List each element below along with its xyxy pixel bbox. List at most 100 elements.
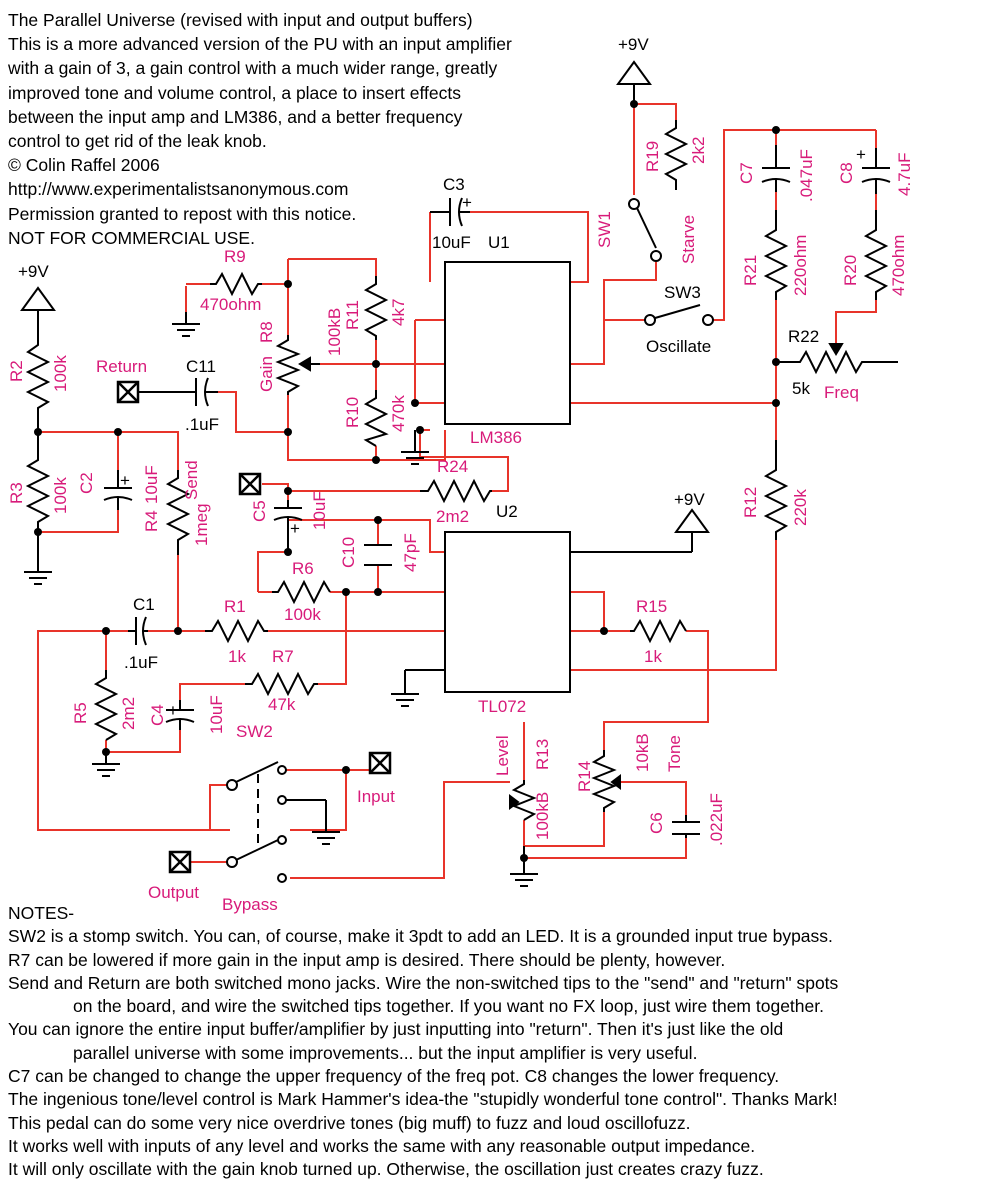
r13-value: 100kB [533,792,552,840]
ground-icon [390,681,420,707]
r6-value: 100k [284,605,321,624]
components [25,120,898,883]
freq-label: Freq [824,383,859,402]
svg-text:+: + [168,701,178,720]
r15-ref: R15 [636,597,667,616]
r7-ref: R7 [272,647,294,666]
ground-icon [91,751,121,777]
r14-ref: R14 [575,761,594,792]
u2-label: U2 [496,502,518,521]
r1-ref: R1 [224,597,246,616]
level-label: Level [493,735,512,776]
oscillate-label: Oscillate [646,337,711,356]
website-url: http://www.experimentalistsanonymous.com [8,179,349,200]
note-line: You can ignore the entire input buffer/a… [8,1019,784,1040]
c3-ref: C3 [443,175,465,194]
description-line: This is a more advanced version of the P… [8,34,512,55]
r12-ref: R12 [741,487,760,518]
c8-ref: C8 [837,162,856,184]
r2-ref: R2 [7,360,26,382]
vcc-label: +9V [618,35,649,54]
sw1-label: SW1 [595,211,614,248]
r3-ref: R3 [7,482,26,504]
svg-text:+: + [462,193,472,212]
r22-value: 5k [792,379,810,398]
r5-ref: R5 [71,702,90,724]
r20-value: 470ohm [889,235,908,296]
c1-value: .1uF [124,653,158,672]
c7-ref: C7 [737,162,756,184]
r11-value: 4k7 [389,299,408,326]
c7-value: .047uF [797,149,816,202]
r5-value: 2m2 [119,697,138,730]
c6-value: .022uF [707,793,726,846]
vcc-icon [675,509,709,553]
title: The Parallel Universe (revised with inpu… [8,10,473,30]
ground-icon [509,861,539,887]
u1-body [444,261,571,425]
description-line: improved tone and volume control, a plac… [8,82,461,103]
u2-part-label: TL072 [478,697,526,716]
r20-ref: R20 [841,255,860,286]
description-line: control to get rid of the leak knob. [8,131,267,152]
r8-ref: R8 [257,321,276,343]
r10-value: 470k [389,395,408,432]
r9-value: 470ohm [200,295,261,314]
note-line: C7 can be changed to change the upper fr… [8,1066,780,1087]
gain-label: Gain [257,356,276,392]
note-line: Send and Return are both switched mono j… [8,972,839,993]
r19-ref: R19 [643,141,662,172]
tone-label: Tone [665,735,684,772]
r10-ref: R10 [343,397,362,428]
vcc-label: +9V [674,490,705,509]
ground-icon [23,559,53,585]
r22-ref: R22 [788,327,819,346]
svg-text:+: + [290,519,300,538]
noncommercial-note: NOT FOR COMMERCIAL USE. [8,227,255,248]
r24-value: 2m2 [436,507,469,526]
r14-value: 10kB [633,733,652,772]
note-line: on the board, and wire the switched tips… [73,996,824,1017]
ground-icon [311,819,341,845]
u2-body [444,531,571,693]
r15-value: 1k [644,647,662,666]
r21-value: 220ohm [791,235,810,296]
r1-value: 1k [228,647,246,666]
notes-section: NOTES- SW2 is a stomp switch. You can, o… [8,902,998,1182]
c4-value: 10uF [207,695,226,734]
r4-value: 1meg [192,503,211,546]
u1-label: U1 [488,233,510,252]
header-text: The Parallel Universe (revised with inpu… [8,8,608,250]
vcc-icon [21,287,55,331]
c5-value: 10uF [310,491,329,530]
note-line: It will only oscillate with the gain kno… [8,1159,764,1180]
send-label: Send [182,460,201,500]
note-line: SW2 is a stomp switch. You can, of cours… [8,926,833,947]
send-jack-icon [238,472,262,496]
c2-ref: C2 [77,472,96,494]
r7-value: 47k [268,695,296,714]
return-jack-icon [116,380,140,404]
r9-ref: R9 [224,247,246,266]
c10-ref: C10 [339,537,358,568]
return-label: Return [96,357,147,376]
note-line: R7 can be lowered if more gain in the in… [8,949,726,970]
r3-value: 100k [51,477,70,514]
r11-ref: R11 [343,300,362,330]
starve-label: Starve [679,215,698,264]
description-line: with a gain of 3, a gain control with a … [8,58,498,79]
c1-ref: C1 [133,595,155,614]
r24-ref: R24 [437,457,468,476]
svg-text:+: + [856,145,866,164]
sw2-label: SW2 [236,722,273,741]
note-line: parallel universe with some improvements… [73,1042,698,1063]
r13-ref: R13 [533,739,552,770]
c3-value: 10uF [432,233,471,252]
c2-value: 10uF [142,465,161,504]
r21-ref: R21 [741,255,760,286]
r6-ref: R6 [292,559,314,578]
c10-value: 47pF [401,533,420,572]
permission-note: Permission granted to repost with this n… [8,203,357,224]
note-line: It works well with inputs of any level a… [8,1135,756,1156]
